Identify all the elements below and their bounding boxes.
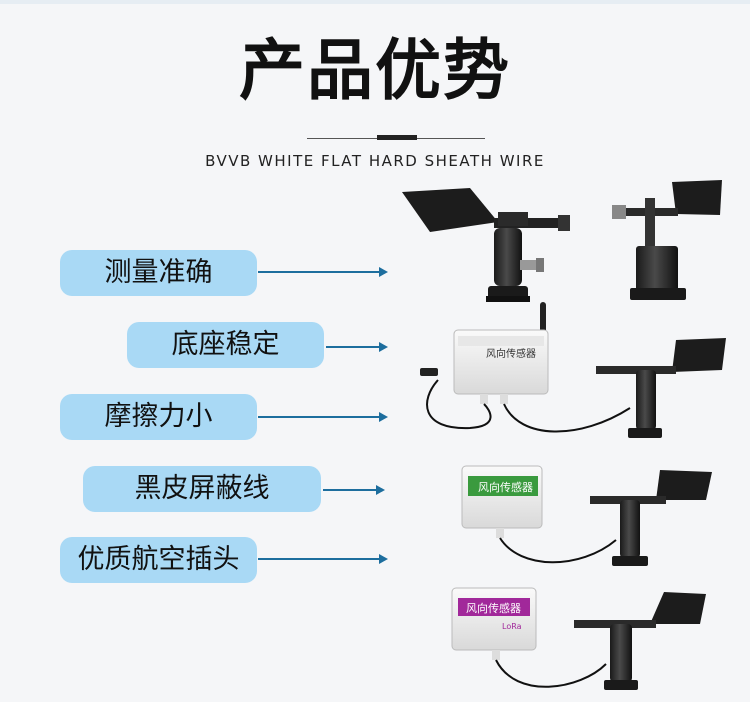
wind-vane-image-2	[612, 180, 722, 300]
box3-label: 风向传感器	[466, 601, 521, 615]
box1-label: 风向传感器	[486, 347, 536, 360]
feature-pill-low-friction: 摩擦力小	[60, 394, 257, 440]
arrow-icon	[258, 554, 388, 564]
arrow-icon	[258, 412, 388, 422]
page-subtitle: BVVB WHITE FLAT HARD SHEATH WIRE	[205, 152, 545, 170]
arrow-icon	[258, 267, 388, 277]
sensor-box-image-1: 风向传感器	[420, 302, 726, 438]
sensor-box-image-3: 风向传感器 LoRa	[451, 587, 706, 690]
arrow-icon	[326, 342, 388, 352]
top-strip	[0, 0, 750, 4]
title-divider-accent	[377, 135, 417, 140]
feature-pill-shielded-cable: 黑皮屏蔽线	[83, 466, 321, 512]
page-title: 产品优势	[239, 32, 511, 109]
wind-vane-image-1	[402, 188, 570, 302]
box2-label: 风向传感器	[478, 480, 533, 494]
sensor-box-image-2: 风向传感器	[461, 465, 712, 566]
feature-pill-stable-base: 底座稳定	[127, 322, 324, 368]
box3-badge: LoRa	[502, 622, 522, 631]
feature-pill-accuracy: 测量准确	[60, 250, 257, 296]
feature-pill-aviation-plug: 优质航空插头	[60, 537, 257, 583]
arrow-icon	[323, 485, 385, 495]
